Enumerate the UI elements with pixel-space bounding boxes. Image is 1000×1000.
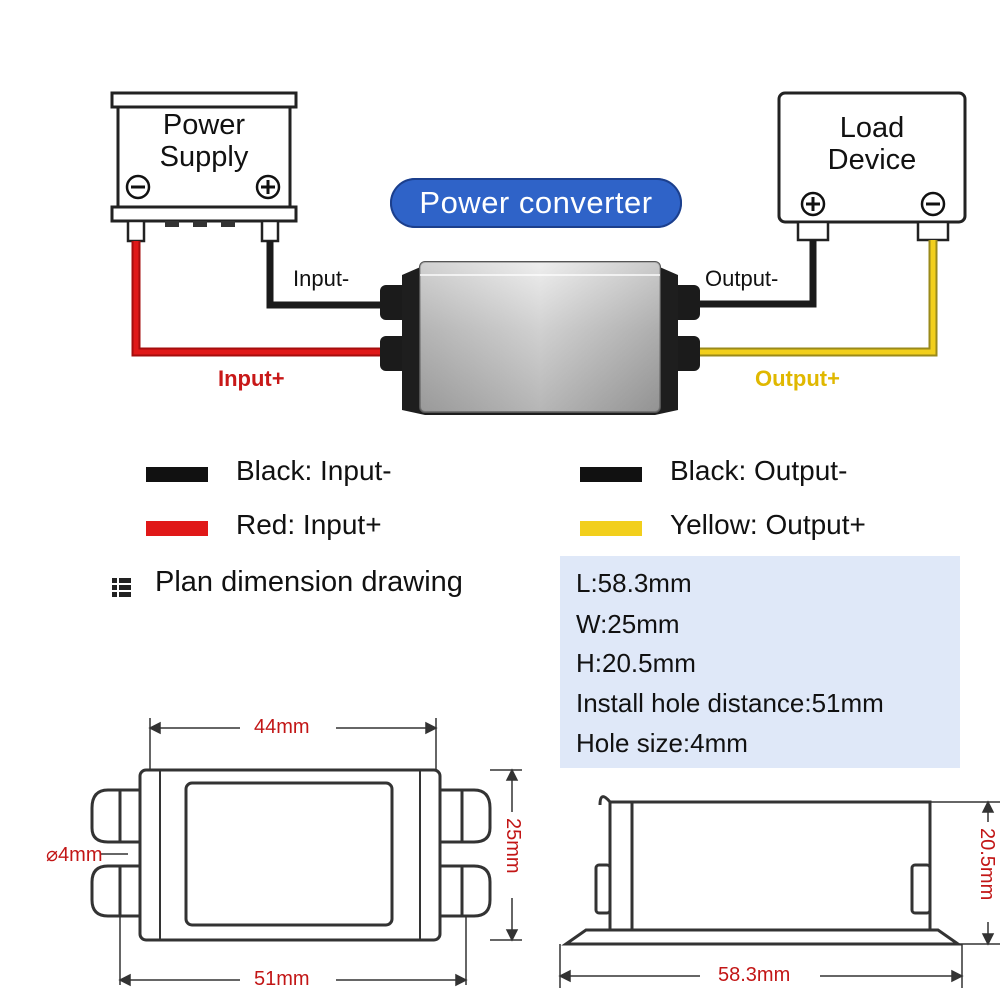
spec-length: L:58.3mm: [576, 568, 692, 598]
dimension-side-height: 25mm: [502, 818, 524, 874]
spec-width: W:25mm: [576, 609, 680, 639]
spec-panel: L:58.3mm W:25mm H:20.5mm Install hole di…: [560, 556, 960, 768]
black-input-wire: [266, 241, 398, 309]
legend-label-black-input: Black: Input-: [236, 455, 392, 486]
dimension-lines-side-view: [558, 800, 1000, 988]
side-view-drawing: [561, 795, 963, 946]
load-device-title-line1: Load: [839, 112, 905, 144]
output-negative-label: Output-: [705, 266, 779, 291]
dimension-bottom-width: 51mm: [254, 968, 310, 990]
power-supply-title: Power Supply: [118, 109, 290, 173]
top-view-drawing: [90, 768, 492, 942]
input-negative-label: Input-: [293, 266, 350, 291]
output-positive-label: Output+: [755, 366, 840, 391]
plan-dimension-title: Plan dimension drawing: [155, 566, 463, 598]
black-output-wire: [678, 240, 817, 308]
load-device-title: Load Device: [779, 112, 965, 176]
grid-icon: [112, 578, 131, 597]
legend-swatch-black-input: [146, 467, 208, 482]
power-converter-label-text: Power converter: [419, 185, 653, 220]
plus-icon: [800, 191, 826, 217]
power-supply-title-line2: Supply: [159, 141, 249, 173]
legend-swatch-black-output: [580, 467, 642, 482]
spec-height: H:20.5mm: [576, 648, 696, 678]
plus-icon: [255, 174, 281, 200]
power-converter-label: Power converter: [390, 178, 682, 228]
yellow-output-wire: [678, 240, 938, 357]
legend-label-black-output: Black: Output-: [670, 455, 848, 486]
load-device-box: [777, 91, 967, 242]
legend-label-red-input: Red: Input+: [236, 509, 382, 540]
dimension-side-view-height: 20.5mm: [976, 828, 998, 901]
spec-hole-distance: Install hole distance:51mm: [576, 688, 884, 718]
power-supply-title-line1: Power: [162, 109, 246, 141]
legend-label-yellow-output: Yellow: Output+: [670, 509, 866, 540]
load-device-title-line2: Device: [827, 144, 917, 176]
input-positive-label: Input+: [218, 366, 285, 391]
dimension-hole-diameter: ⌀4mm: [46, 844, 103, 866]
minus-icon: [125, 174, 151, 200]
dimension-lines-top-view: [100, 718, 522, 987]
dimension-side-view-length: 58.3mm: [718, 964, 791, 986]
minus-icon: [920, 191, 946, 217]
legend-swatch-red-input: [146, 521, 208, 536]
dimension-top-width: 44mm: [254, 716, 310, 738]
legend-swatch-yellow-output: [580, 521, 642, 536]
power-converter-module: [380, 261, 700, 415]
spec-hole-size: Hole size:4mm: [576, 728, 748, 758]
